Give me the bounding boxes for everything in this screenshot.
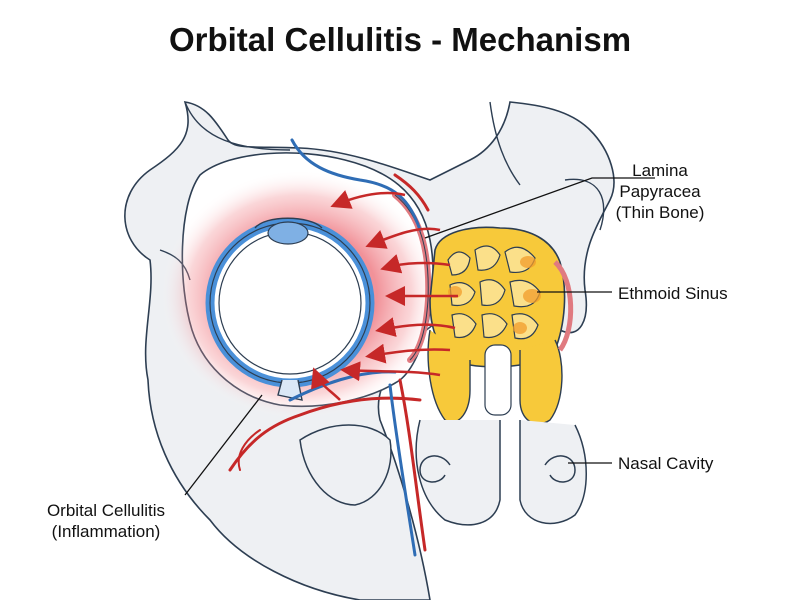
page-title: Orbital Cellulitis - Mechanism: [168, 21, 632, 58]
infection-arrow: [365, 227, 441, 249]
label-lamina-papyracea: Lamina Papyracea (Thin Bone): [600, 160, 720, 223]
infection-arrow: [311, 367, 341, 401]
label-cellulitis-line-1: Orbital Cellulitis: [46, 501, 166, 520]
leader-line-cellulitis: [184, 394, 263, 496]
label-ethmoid-sinus: Ethmoid Sinus: [618, 284, 728, 303]
label-cellulitis-line-2: (Inflammation): [51, 522, 161, 541]
label-lamina-line-2: Papyracea: [619, 182, 701, 201]
infection-arrow: [375, 317, 456, 337]
infection-arrows: [311, 190, 458, 401]
eyeball: [205, 217, 375, 401]
label-orbital-cellulitis: Orbital Cellulitis (Inflammation): [30, 500, 182, 542]
infection-arrow: [365, 343, 451, 364]
sinus-wall-thin-bone: [553, 260, 574, 352]
ethmoid-sinus: [427, 226, 566, 425]
infection-arrow: [340, 361, 441, 382]
optic-nerve: [277, 379, 303, 401]
lens: [267, 221, 309, 245]
infection-arrow: [330, 190, 406, 209]
leader-lines: [184, 177, 655, 496]
label-lamina-line-1: Lamina: [632, 161, 688, 180]
label-lamina-line-3: (Thin Bone): [615, 203, 705, 222]
nasal-cavity: [299, 419, 587, 526]
cornea: [254, 217, 323, 229]
leader-line-lamina: [424, 177, 655, 239]
infection-arrow: [380, 254, 451, 274]
label-nasal-cavity: Nasal Cavity: [618, 454, 714, 473]
